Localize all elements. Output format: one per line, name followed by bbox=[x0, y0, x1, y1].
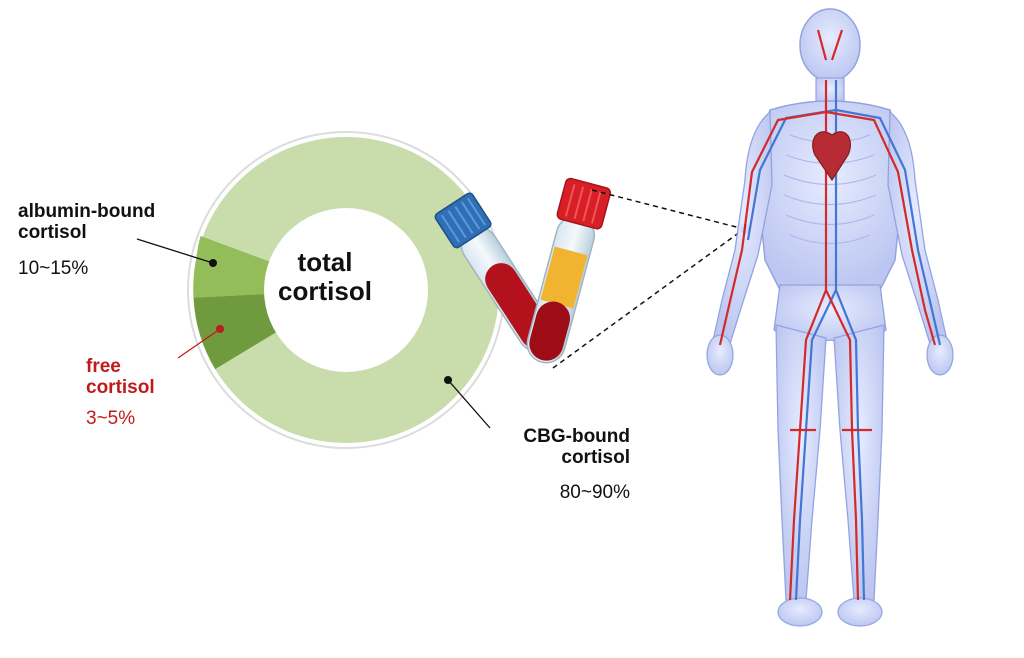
free-line-2: cortisol bbox=[86, 377, 155, 399]
free-label: free cortisol bbox=[86, 356, 155, 399]
leader-lines bbox=[136, 238, 491, 429]
donut-center-label: total cortisol bbox=[250, 247, 400, 307]
heart-icon bbox=[812, 131, 852, 182]
cbg-line-1: CBG-bound bbox=[523, 426, 630, 447]
free-line-1: free bbox=[86, 356, 121, 377]
human-body-illustration bbox=[706, 8, 954, 627]
albumin-line-1: albumin-bound bbox=[18, 201, 156, 222]
albumin-line-2: cortisol bbox=[18, 222, 87, 244]
center-line-2: cortisol bbox=[278, 276, 372, 307]
cbg-leader bbox=[447, 379, 491, 429]
albumin-leader bbox=[136, 238, 214, 264]
free-leader bbox=[177, 328, 221, 359]
albumin-label: albumin-bound cortisol bbox=[18, 201, 155, 244]
free-dot bbox=[216, 325, 224, 333]
free-range: 3~5% bbox=[86, 408, 136, 429]
cbg-range: 80~90% bbox=[559, 482, 630, 503]
albumin-range: 10~15% bbox=[18, 258, 89, 279]
cbg-dot bbox=[444, 376, 452, 384]
blood-tube-red-cap bbox=[526, 177, 612, 364]
cortisol-donut bbox=[187, 131, 505, 449]
albumin-dot bbox=[209, 259, 217, 267]
cbg-label: CBG-bound cortisol bbox=[487, 426, 630, 469]
donut-hole bbox=[264, 208, 428, 372]
center-line-1: total bbox=[297, 247, 353, 277]
cbg-line-2: cortisol bbox=[561, 447, 630, 469]
